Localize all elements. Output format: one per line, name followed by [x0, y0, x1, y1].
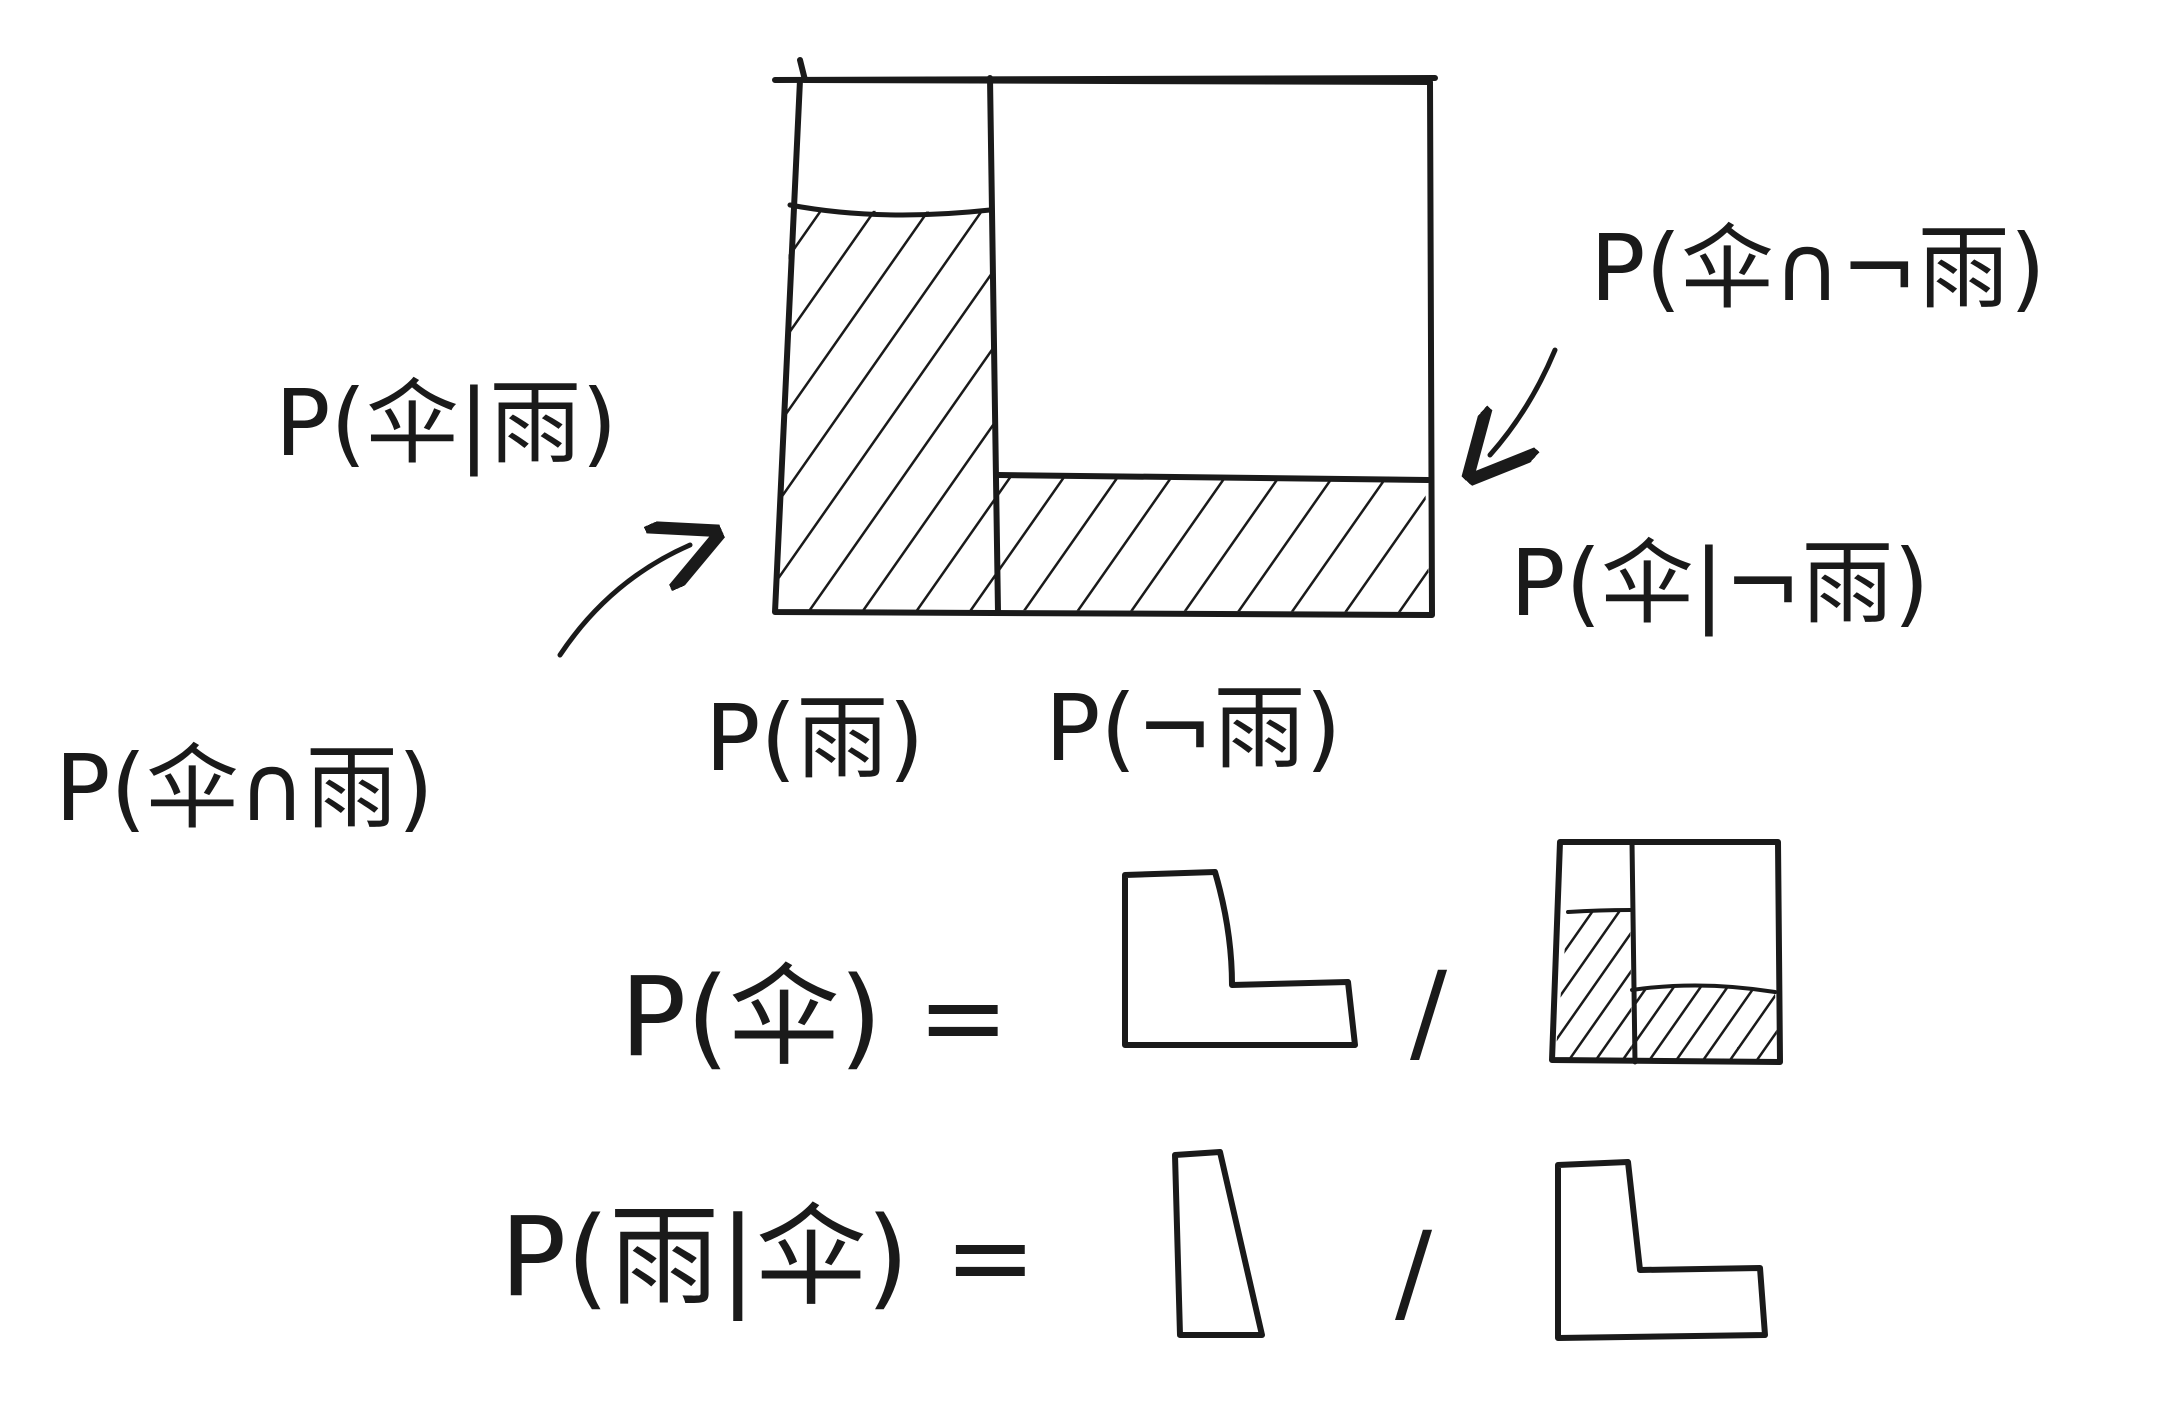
- arrow-to-intersection-not-rain: [1490, 347, 1558, 455]
- eq2-denominator-shape: [1555, 1159, 1768, 1341]
- label-p-umbrella-given-rain: P(伞|雨): [275, 370, 617, 477]
- label-p-umbrella-and-rain: P(伞∩雨): [55, 735, 434, 842]
- eq1-divide: /: [1410, 948, 1448, 1076]
- hatched-rain-umbrella-region: [778, 205, 998, 612]
- eq2-divide: /: [1395, 1208, 1433, 1336]
- main-square: [772, 57, 1438, 618]
- label-p-umbrella-given-not-rain: P(伞|¬雨): [1510, 530, 1929, 637]
- eq-p-umbrella-label: P(伞) =: [620, 953, 1009, 1081]
- label-p-not-rain: P(¬雨): [1045, 675, 1341, 782]
- rain-divider-line: [987, 75, 1001, 615]
- hatched-norain-umbrella-region: [998, 475, 1430, 612]
- eq1-denominator-square: [1549, 839, 1783, 1065]
- label-p-umbrella-and-not-rain: P(伞∩¬雨): [1590, 215, 2046, 322]
- label-p-rain: P(雨): [705, 685, 924, 792]
- square-outline: [772, 57, 1435, 618]
- arrow-to-intersection-rain: [557, 545, 690, 658]
- eq1-numerator-shape: [1122, 869, 1358, 1048]
- eq2-numerator-shape: [1172, 1149, 1265, 1338]
- eq-p-rain-given-umbrella-label: P(雨|伞) =: [500, 1193, 1036, 1322]
